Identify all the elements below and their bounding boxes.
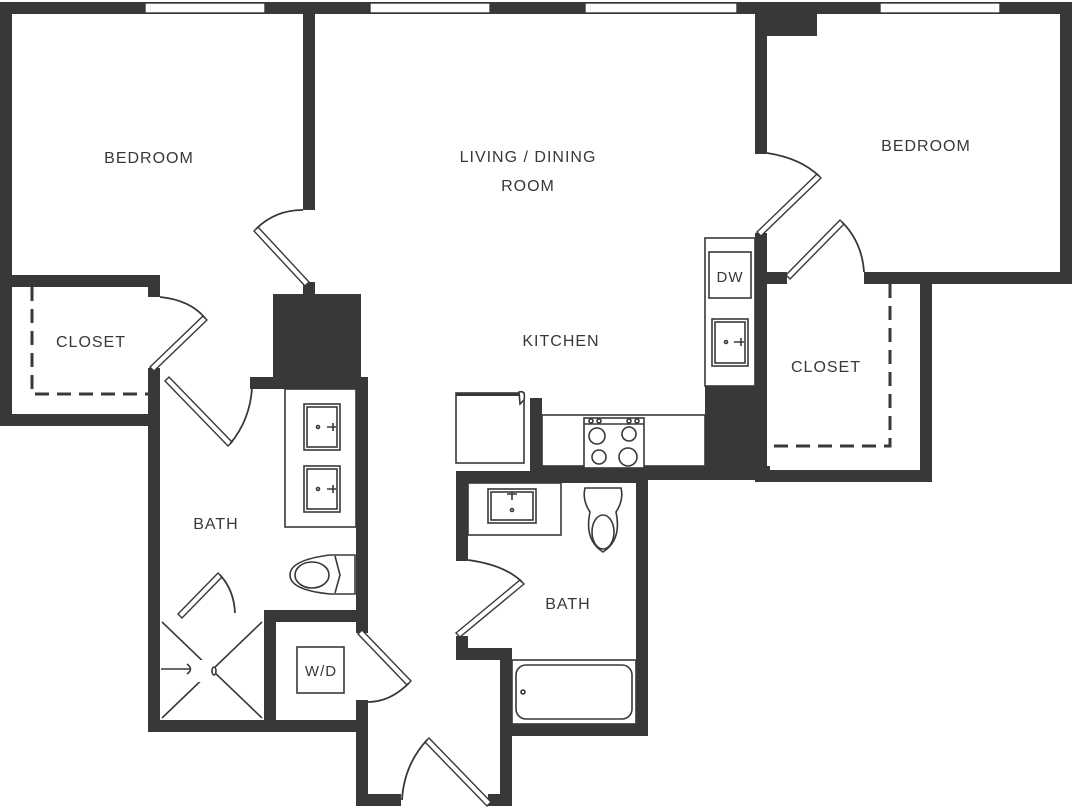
kitchen-sink-icon [711,318,749,367]
sink-icon [303,403,341,451]
label-bath-right: BATH [545,596,590,613]
door-entry[interactable] [401,737,492,807]
washer-dryer-icon [296,646,345,694]
room-labels: BEDROOM LIVING / DINING ROOM BEDROOM CLO… [56,138,971,680]
closet-shelves [30,284,892,448]
door-shower[interactable] [177,572,236,619]
doors [149,152,865,807]
door-washer-dryer[interactable] [357,629,412,703]
label-bedroom-right: BEDROOM [881,138,971,155]
label-bedroom-left: BEDROOM [104,150,194,167]
door-bedroom-left[interactable] [253,209,310,288]
label-closet-right: CLOSET [791,359,861,376]
door-closet-left[interactable] [149,296,208,372]
door-bedroom-right[interactable] [756,152,822,237]
door-bath-left[interactable] [164,376,253,447]
stove-icon [583,417,645,469]
door-closet-right[interactable] [785,219,865,280]
label-kitchen: KITCHEN [522,333,599,350]
bath-left-fixtures [161,388,357,719]
kitchen-fixtures [455,237,756,469]
label-washer-dryer: W/D [305,663,337,680]
label-dishwasher: DW [717,269,744,286]
sink-icon [487,488,537,524]
label-closet-left: CLOSET [56,334,126,351]
bath-right-fixtures [467,482,637,725]
toilet-icon [289,554,356,595]
bathtub-icon [511,659,637,725]
label-living-dining-line1: LIVING / DINING [460,149,597,166]
refrigerator-icon [455,390,526,464]
label-living-dining-line2: ROOM [501,178,555,195]
door-bath-right[interactable] [454,559,526,638]
dishwasher-icon [708,251,752,299]
toilet-icon [583,487,623,553]
sink-icon [303,465,341,513]
windows [144,2,1001,14]
shower-icon [161,621,263,719]
label-bath-left: BATH [193,516,238,533]
